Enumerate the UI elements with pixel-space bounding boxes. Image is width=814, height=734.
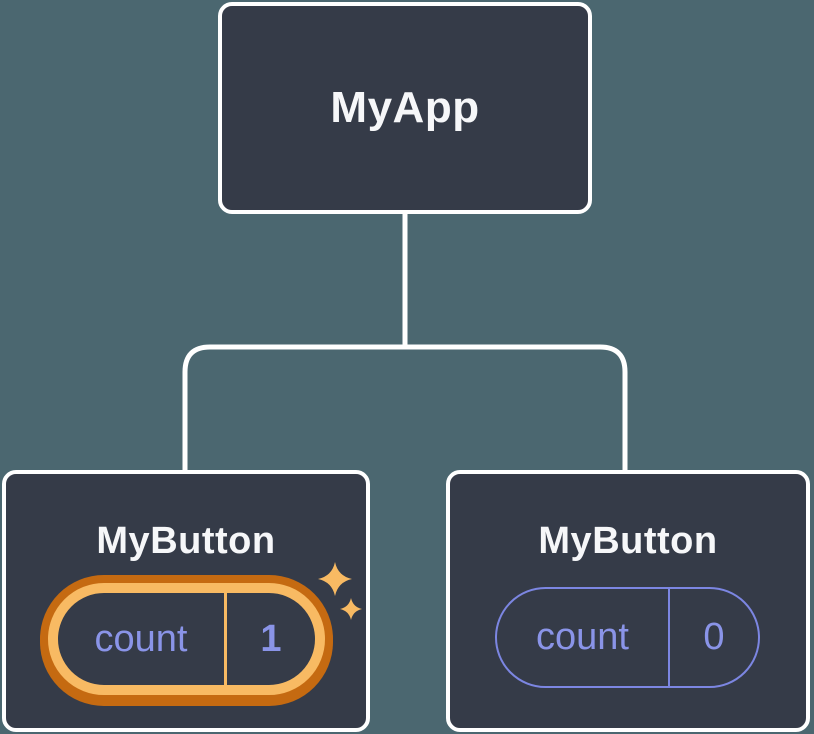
state-pill-plain: count 0 [495, 587, 760, 688]
node-mybutton-2: MyButton count 0 [446, 470, 810, 732]
state-pill-highlighted: count 1 [48, 583, 325, 695]
node-mybutton-1-label: MyButton [96, 520, 276, 562]
pill-divider [224, 593, 227, 685]
node-myapp-label: MyApp [330, 83, 480, 132]
node-mybutton-1: MyButton count 1 [2, 470, 370, 732]
state-name-label: count [536, 616, 629, 658]
node-mybutton-2-label: MyButton [538, 520, 718, 562]
state-value: 0 [703, 616, 725, 658]
sparkles-icon [318, 562, 362, 620]
node-myapp: MyApp [218, 2, 592, 214]
state-name-label: count [94, 617, 188, 660]
pill-divider [668, 589, 670, 686]
state-value: 1 [260, 617, 282, 660]
